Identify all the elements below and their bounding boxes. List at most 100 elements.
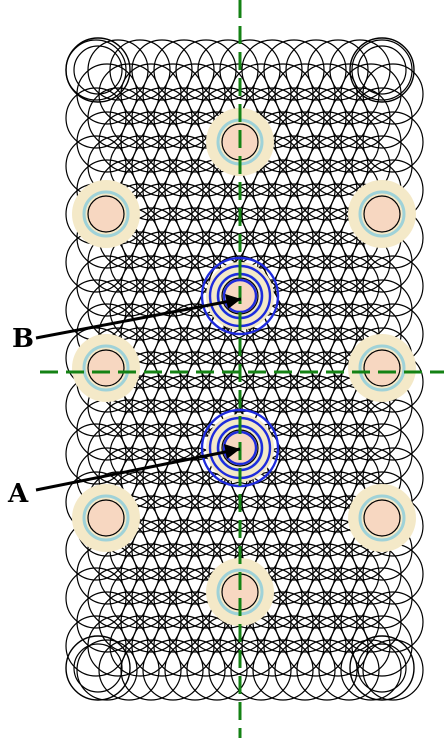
pattern-circle xyxy=(175,519,237,581)
pattern-circle xyxy=(164,303,226,365)
pattern-circle xyxy=(351,39,413,101)
pattern-circle xyxy=(98,111,160,173)
pattern-circle xyxy=(109,375,171,437)
pattern-circle xyxy=(263,615,325,677)
centerlines xyxy=(40,0,444,738)
pattern-circle xyxy=(318,399,380,461)
pattern-circle xyxy=(153,231,215,293)
pattern-circle xyxy=(285,183,347,245)
pattern-circle xyxy=(285,375,347,437)
pattern-circle xyxy=(142,303,204,365)
pattern-circle xyxy=(98,255,160,317)
pattern-circle xyxy=(131,87,193,149)
pattern-circle xyxy=(362,63,424,125)
pattern-circle xyxy=(109,423,171,485)
pattern-circle xyxy=(329,87,391,149)
pattern-circle xyxy=(252,351,314,413)
pattern-circle xyxy=(307,615,369,677)
pattern-circle xyxy=(98,543,160,605)
pattern-circle xyxy=(362,639,424,701)
highlight-hole xyxy=(87,349,125,387)
pattern-circle xyxy=(175,327,237,389)
pattern-circle xyxy=(197,327,259,389)
pattern-circle xyxy=(153,39,215,101)
pattern-circle xyxy=(219,183,281,245)
callout-arrow-a xyxy=(224,444,240,459)
pattern-circle xyxy=(65,423,127,485)
pattern-circle xyxy=(296,63,358,125)
pattern-circle xyxy=(296,111,358,173)
pattern-circle xyxy=(120,639,182,701)
label-a: A xyxy=(7,479,29,509)
highlight-ring xyxy=(82,494,130,542)
pattern-circle xyxy=(263,327,325,389)
callout-line-b xyxy=(35,297,242,340)
pattern-circle xyxy=(131,615,193,677)
pattern-circle xyxy=(318,255,380,317)
pattern-circle xyxy=(142,639,204,701)
pattern-circle xyxy=(329,567,391,629)
pattern-circle xyxy=(351,87,413,149)
pattern-circle xyxy=(153,87,215,149)
callout-arrow-b xyxy=(225,294,241,309)
pattern-circle xyxy=(153,615,215,677)
pattern-circle xyxy=(142,159,204,221)
pattern-circle xyxy=(153,375,215,437)
pattern-circle xyxy=(307,375,369,437)
pattern-circle xyxy=(142,543,204,605)
pattern-circle xyxy=(329,423,391,485)
pattern-circle xyxy=(131,231,193,293)
pattern-circle xyxy=(186,351,248,413)
pattern-circle xyxy=(241,327,303,389)
pattern-circle xyxy=(274,63,336,125)
pattern-circle xyxy=(296,255,358,317)
corner-circle xyxy=(65,37,131,103)
callout-line-a xyxy=(35,447,241,492)
pattern-circle xyxy=(252,639,314,701)
pattern-circle xyxy=(274,639,336,701)
pattern-circle xyxy=(153,471,215,533)
pattern-circle xyxy=(318,591,380,653)
highlight-hole xyxy=(87,499,125,537)
highlight-hole xyxy=(87,195,125,233)
pattern-circle xyxy=(318,543,380,605)
pattern-circle xyxy=(76,111,138,173)
pattern-circle xyxy=(263,39,325,101)
callout-group: B A xyxy=(7,294,242,509)
pattern-circle xyxy=(263,183,325,245)
pattern-circle xyxy=(153,183,215,245)
corner-inner-circle xyxy=(357,45,407,95)
pattern-circle xyxy=(87,567,149,629)
pattern-circle xyxy=(230,495,292,557)
pattern-circle xyxy=(274,543,336,605)
highlight-hole xyxy=(363,499,401,537)
pattern-circle xyxy=(120,303,182,365)
pattern-circle xyxy=(296,159,358,221)
pattern-circle xyxy=(186,207,248,269)
corner-circle xyxy=(349,635,415,701)
pattern-circle xyxy=(285,471,347,533)
pattern-circle xyxy=(307,567,369,629)
corner-inner-circle xyxy=(73,45,123,95)
pattern-circle xyxy=(76,639,138,701)
pattern-circle xyxy=(131,279,193,341)
pattern-circle xyxy=(109,39,171,101)
pattern-circle xyxy=(274,591,336,653)
pattern-circle xyxy=(164,495,226,557)
pattern-circle xyxy=(175,39,237,101)
corner-circle xyxy=(349,37,415,103)
pattern-circle xyxy=(318,447,380,509)
pattern-circle xyxy=(340,111,402,173)
pattern-circle xyxy=(274,351,336,413)
pattern-circle xyxy=(296,543,358,605)
pattern-circle xyxy=(351,567,413,629)
pattern-circle xyxy=(98,639,160,701)
pattern-circle xyxy=(197,39,259,101)
pattern-circle xyxy=(153,327,215,389)
pattern-circle xyxy=(142,63,204,125)
pattern-circle xyxy=(131,519,193,581)
pattern-circle xyxy=(362,255,424,317)
pattern-circle xyxy=(351,615,413,677)
